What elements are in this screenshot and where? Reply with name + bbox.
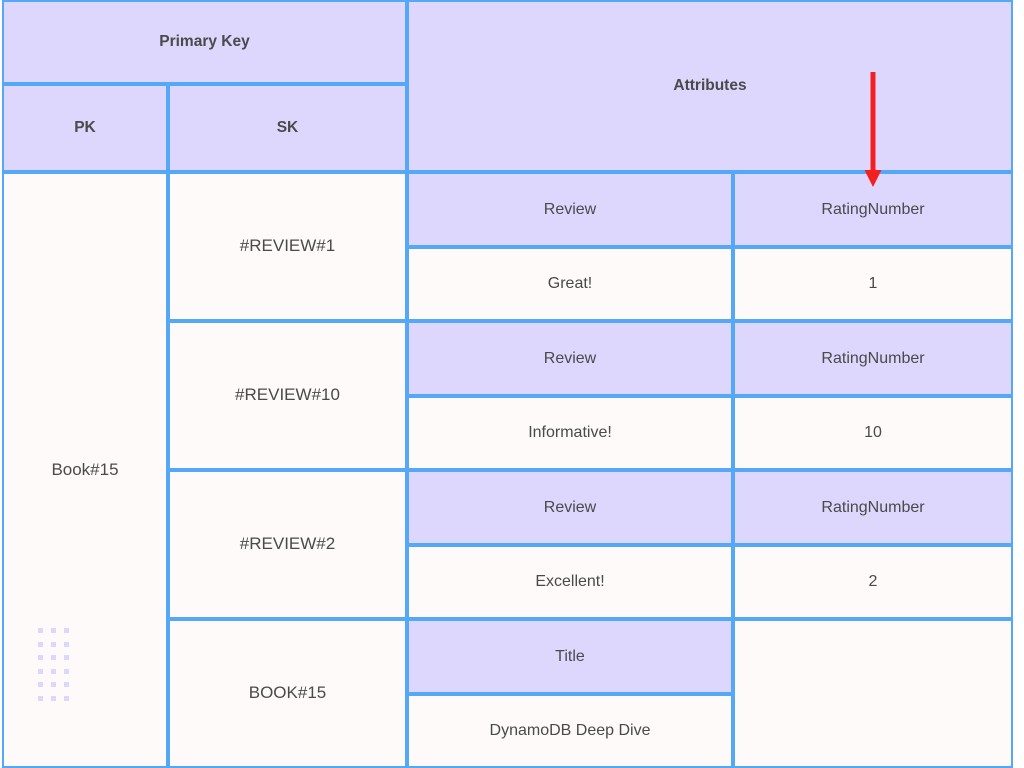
dot — [51, 695, 56, 701]
attribute-name-2-0: Review — [407, 470, 733, 545]
dot — [38, 655, 43, 660]
attribute-value-2-1: 2 — [733, 545, 1013, 619]
sort-key-cell-3: BOOK#15 — [168, 619, 407, 768]
dot — [64, 668, 69, 674]
dot — [64, 641, 69, 647]
partition-key-cell: Book#15 — [2, 172, 168, 768]
header-attributes: Attributes — [407, 0, 1013, 172]
dot-grid-decoration — [38, 628, 69, 701]
dot — [64, 655, 69, 660]
sort-key-cell-2: #REVIEW#2 — [168, 470, 407, 619]
attribute-value-0-1: 1 — [733, 247, 1013, 321]
dot — [51, 641, 56, 647]
attribute-name-1-1: RatingNumber — [733, 321, 1013, 396]
dot — [38, 695, 43, 701]
dot — [64, 695, 69, 701]
dot — [51, 682, 56, 687]
dot — [64, 628, 69, 633]
dot — [51, 655, 56, 660]
attribute-value-0-0: Great! — [407, 247, 733, 321]
dot — [51, 628, 56, 633]
attribute-empty-3-1 — [733, 619, 1013, 768]
header-primary-key: Primary Key — [2, 0, 407, 84]
attribute-name-2-1: RatingNumber — [733, 470, 1013, 545]
attribute-name-3-0: Title — [407, 619, 733, 694]
header-sk: SK — [168, 84, 407, 172]
dot — [38, 628, 43, 633]
dot — [38, 641, 43, 647]
partition-key-value: Book#15 — [51, 459, 119, 479]
attribute-name-0-0: Review — [407, 172, 733, 247]
dot — [64, 682, 69, 687]
header-pk: PK — [2, 84, 168, 172]
attribute-value-1-1: 10 — [733, 396, 1013, 470]
attribute-value-2-0: Excellent! — [407, 545, 733, 619]
dot — [38, 682, 43, 687]
attribute-value-1-0: Informative! — [407, 396, 733, 470]
sort-key-cell-0: #REVIEW#1 — [168, 172, 407, 321]
sort-key-cell-1: #REVIEW#10 — [168, 321, 407, 470]
attribute-value-3-0: DynamoDB Deep Dive — [407, 694, 733, 768]
dot — [38, 668, 43, 674]
dot — [51, 668, 56, 674]
attribute-name-1-0: Review — [407, 321, 733, 396]
attribute-name-0-1: RatingNumber — [733, 172, 1013, 247]
